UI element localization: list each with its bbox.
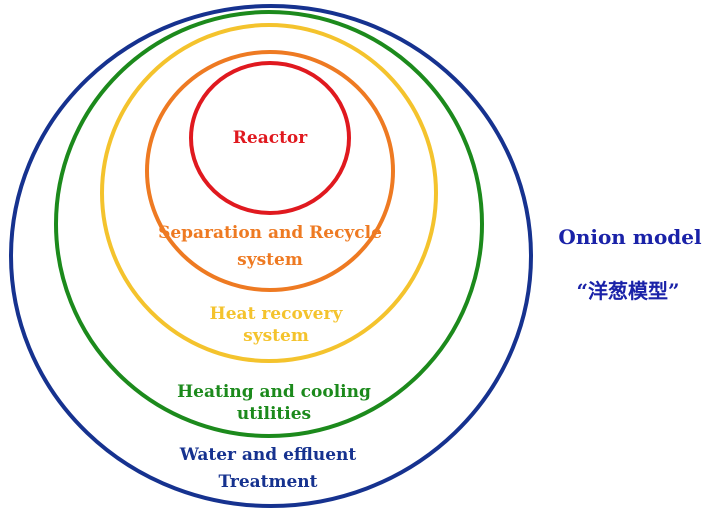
heat-recovery-ring bbox=[100, 23, 438, 363]
onion-model-chinese-title: “洋葱模型” bbox=[576, 279, 679, 303]
heat-recovery-label-line2: system bbox=[243, 326, 309, 346]
utilities-label-line1: Heating and cooling bbox=[177, 382, 371, 402]
utilities-ring bbox=[54, 10, 484, 438]
reactor-label: Reactor bbox=[233, 128, 309, 148]
onion-model-title: Onion model bbox=[558, 225, 702, 249]
utilities-label-line2: utilities bbox=[237, 404, 311, 424]
separation-recycle-label-line2: system bbox=[237, 250, 303, 270]
separation-recycle-ring bbox=[145, 50, 395, 292]
heat-recovery-label-line1: Heat recovery bbox=[210, 304, 344, 324]
water-treatment-ring bbox=[9, 4, 533, 508]
water-treatment-label-line2: Treatment bbox=[218, 472, 317, 492]
separation-recycle-label-line1: Separation and Recycle bbox=[158, 223, 382, 243]
reactor-ring bbox=[189, 61, 351, 215]
water-treatment-label-line1: Water and effluent bbox=[179, 445, 357, 465]
